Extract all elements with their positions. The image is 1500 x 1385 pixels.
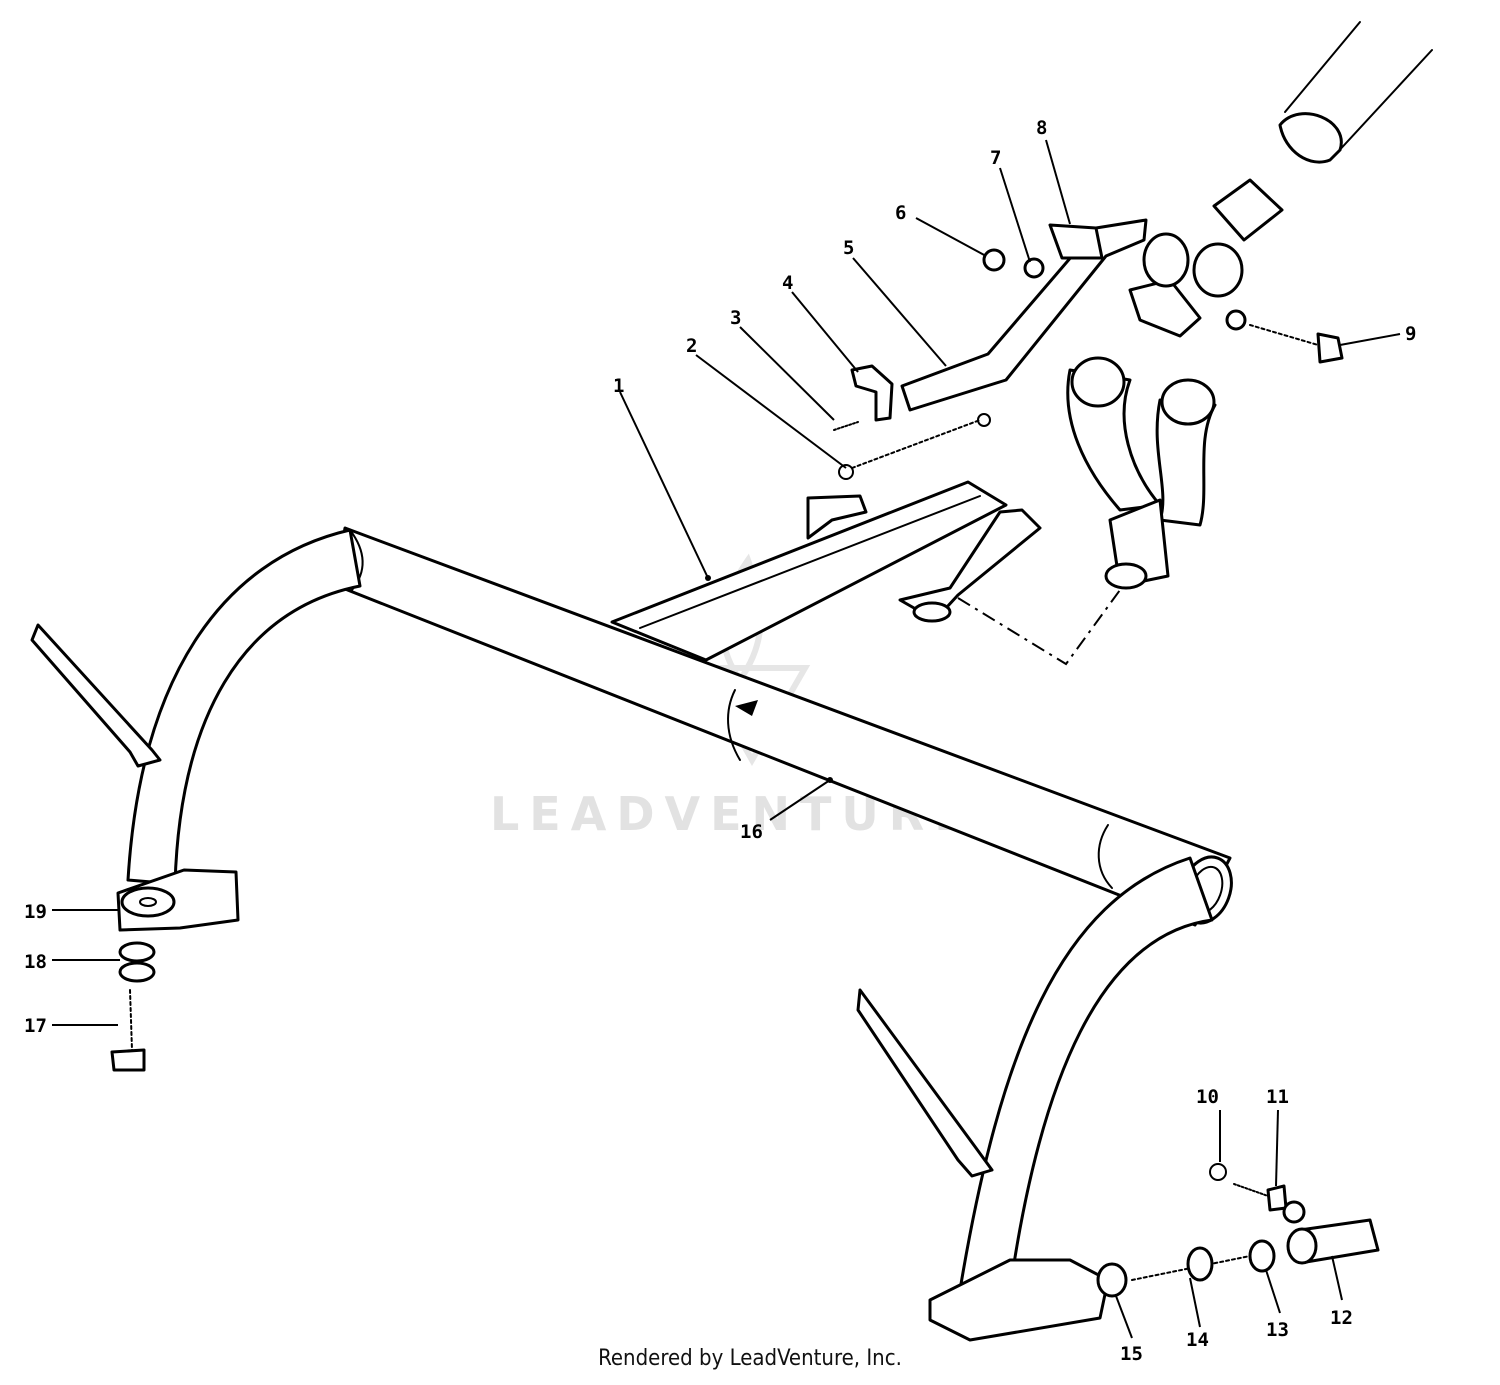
cylinder-assembly xyxy=(1212,21,1433,242)
callout-10: 10 xyxy=(1196,1086,1219,1108)
left-leg xyxy=(30,528,362,932)
callout-5: 5 xyxy=(843,237,854,259)
part-2-spring xyxy=(838,413,991,480)
callout-12: 12 xyxy=(1330,1307,1353,1329)
right-leg xyxy=(856,856,1214,1342)
footer-credit: Rendered by LeadVenture, Inc. xyxy=(598,1346,902,1371)
part-4-clip xyxy=(850,364,894,422)
callouts: 1 2 3 4 5 6 7 8 9 10 11 12 13 14 15 16 1… xyxy=(24,117,1416,1365)
callout-19: 19 xyxy=(24,901,47,923)
callout-6: 6 xyxy=(895,202,906,224)
lift-arm xyxy=(957,356,1217,666)
callout-4: 4 xyxy=(782,272,793,294)
callout-2: 2 xyxy=(686,335,697,357)
callout-14: 14 xyxy=(1186,1329,1209,1351)
callout-15: 15 xyxy=(1120,1343,1143,1365)
callout-11: 11 xyxy=(1266,1086,1289,1108)
part-5-lever xyxy=(900,218,1202,412)
part-9-bolt xyxy=(1249,324,1344,364)
leader-lines xyxy=(52,139,1401,1339)
part-1-frame-bar xyxy=(610,480,1042,662)
parts-10-15-hardware xyxy=(1096,1163,1380,1298)
parts-6-7-8-hardware xyxy=(982,223,1247,331)
parts-17-18-hardware xyxy=(110,941,156,1072)
callout-8: 8 xyxy=(1036,117,1047,139)
callout-3: 3 xyxy=(730,307,741,329)
callout-17: 17 xyxy=(24,1015,47,1037)
callout-9: 9 xyxy=(1405,323,1416,345)
callout-7: 7 xyxy=(990,147,1001,169)
callout-13: 13 xyxy=(1266,1319,1289,1341)
part-3-screw xyxy=(833,421,859,431)
callout-1: 1 xyxy=(613,375,624,397)
callout-18: 18 xyxy=(24,951,47,973)
callout-16: 16 xyxy=(740,821,763,843)
